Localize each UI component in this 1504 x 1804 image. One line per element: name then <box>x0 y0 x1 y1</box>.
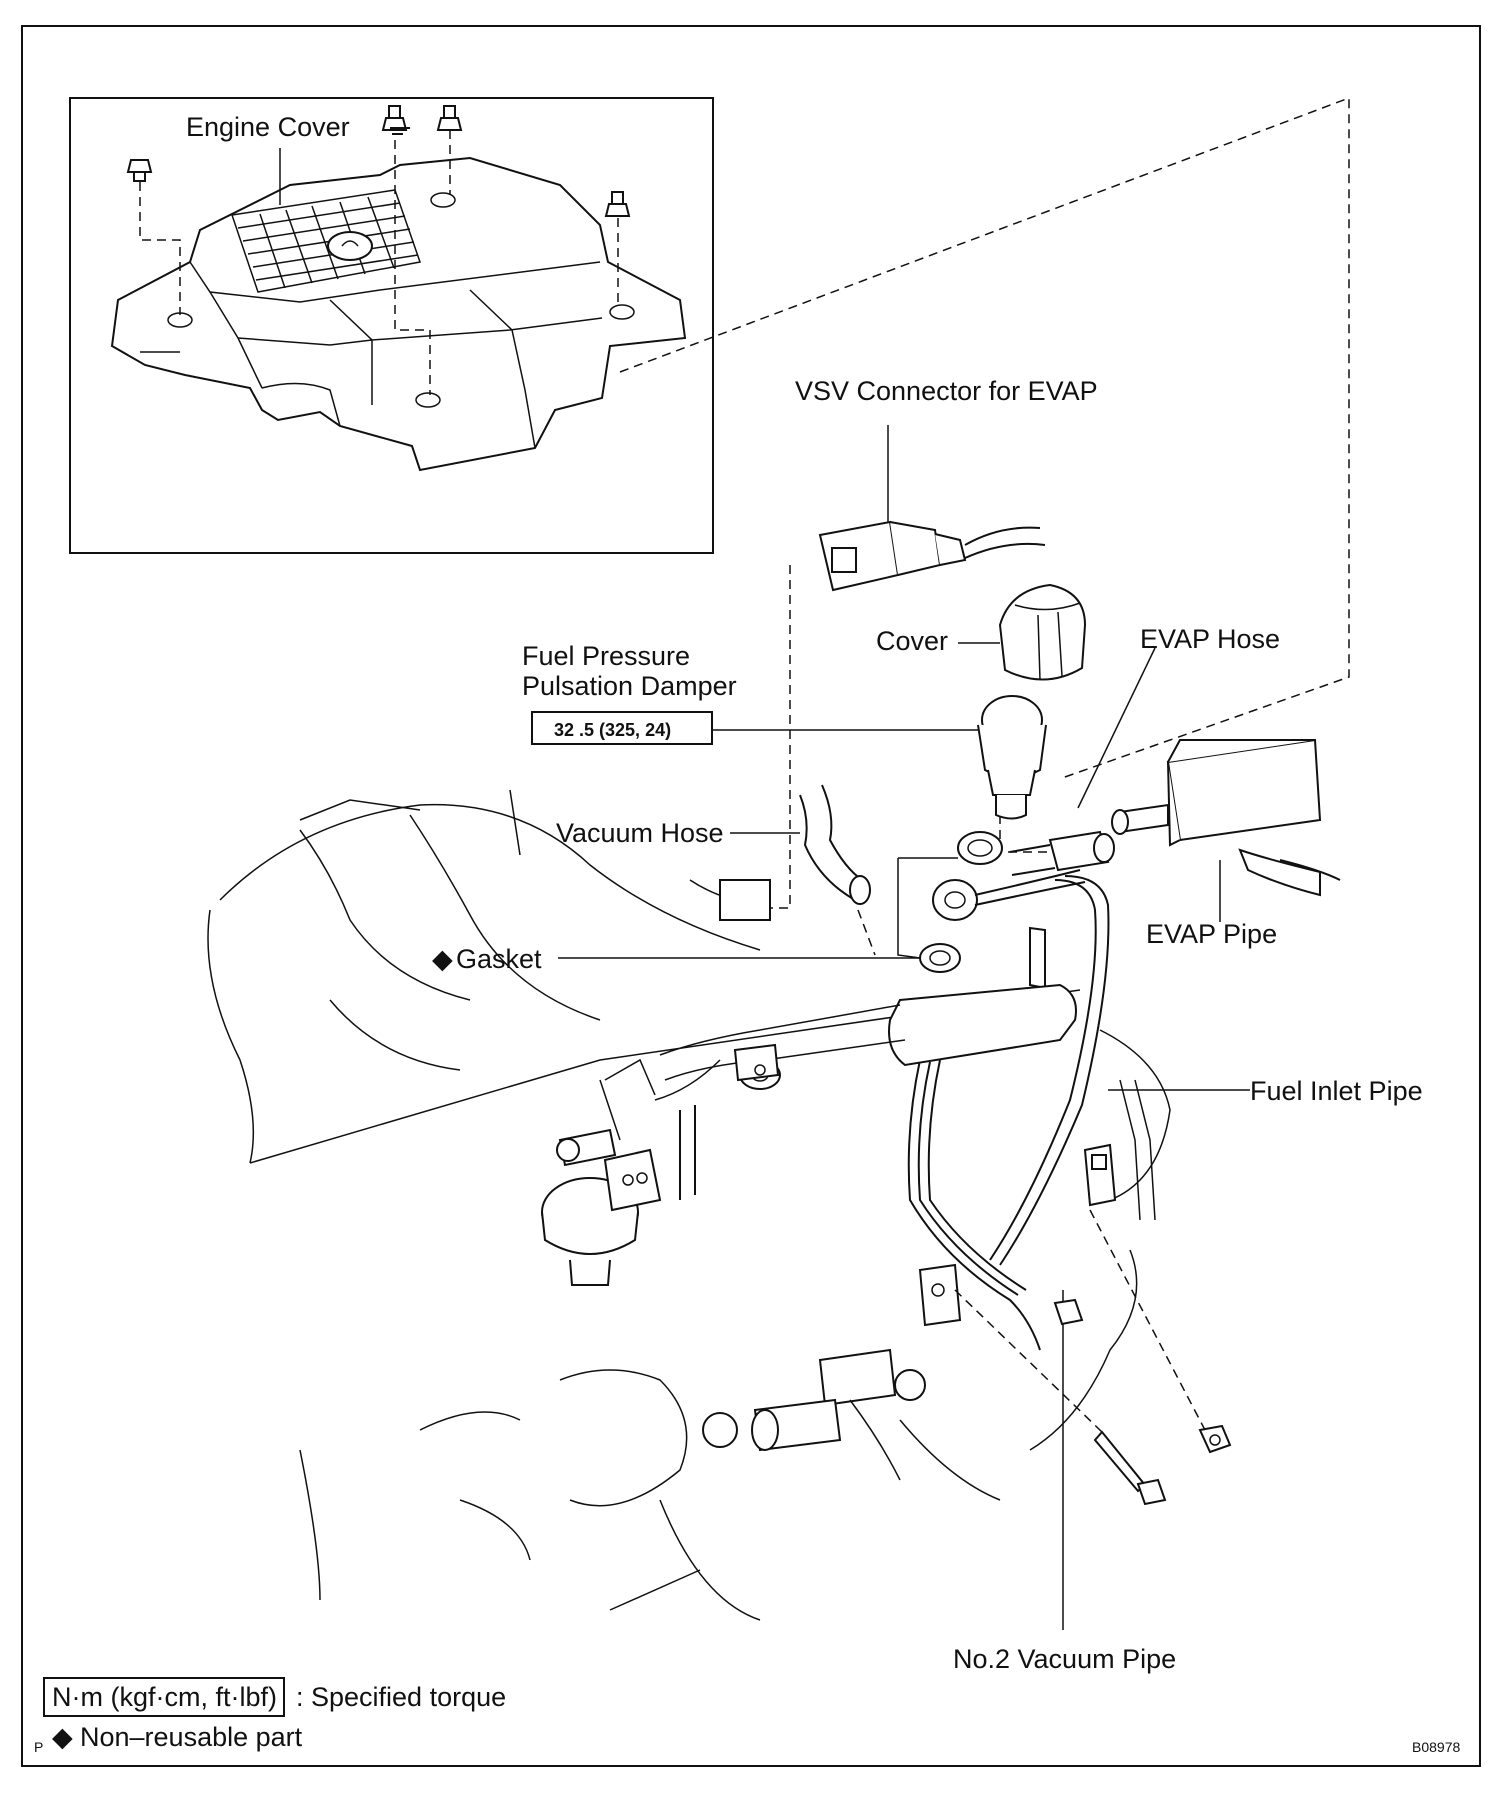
evap-pipe-label: EVAP Pipe <box>1146 919 1277 949</box>
non-reusable-marker: ◆ <box>52 1722 73 1752</box>
engine-cover-drawing <box>110 105 687 472</box>
vacuum-hose <box>799 784 871 905</box>
gasket-label: Gasket <box>456 944 542 974</box>
damper-cover <box>998 583 1087 681</box>
cover-label: Cover <box>876 626 948 656</box>
gasket-upper <box>957 831 1003 865</box>
vacuum-hose-label: Vacuum Hose <box>556 818 724 848</box>
fuel-inlet-pipe-label: Fuel Inlet Pipe <box>1250 1076 1423 1106</box>
torque-legend-box <box>43 1677 285 1717</box>
torque-unit: N·m (kgf·cm, ft·lbf) <box>52 1682 277 1712</box>
corner-letter: P <box>34 1739 43 1755</box>
pipe-clamp <box>733 1043 780 1082</box>
nut-icon <box>1198 1424 1232 1454</box>
torque-box <box>531 711 713 745</box>
engine-cover-inset <box>69 97 714 554</box>
bolt-icon <box>1093 1430 1167 1506</box>
intake-manifold <box>207 789 1171 1621</box>
non-reusable-label: Non–reusable part <box>80 1722 303 1752</box>
engine-cover-label: Engine Cover <box>186 112 350 142</box>
fuel-pressure-label-line2: Pulsation Damper <box>522 671 737 701</box>
pressure-regulator <box>541 1058 721 1286</box>
pulsation-damper <box>977 695 1047 820</box>
evap-canister <box>1111 738 1341 897</box>
fuel-inlet-pipe <box>989 875 1110 1266</box>
vsv-connector <box>818 425 1046 592</box>
nut-icon <box>381 105 408 131</box>
figure-code: B08978 <box>1412 1739 1460 1755</box>
fuel-pressure-label-line1: Fuel Pressure <box>522 641 690 671</box>
fuel-delivery-pipe <box>659 983 1077 1090</box>
lower-bracket <box>702 1263 1001 1501</box>
nut-icon <box>436 105 463 131</box>
evap-hose-label: EVAP Hose <box>1140 624 1280 654</box>
gasket-marker: ◆ <box>432 944 453 974</box>
evap-hose-fitting <box>1009 830 1115 876</box>
no2-vacuum-pipe <box>907 1059 1041 1351</box>
vsv-connector-label: VSV Connector for EVAP <box>795 376 1098 406</box>
torque-legend-desc: : Specified torque <box>296 1682 506 1712</box>
torque-value: 32 .5 (325, 24) <box>554 720 671 740</box>
nut-icon <box>604 191 631 217</box>
clamp-right <box>1083 1079 1156 1221</box>
outer-frame <box>21 25 1481 1767</box>
union-fitting <box>932 869 1086 921</box>
no2-vacuum-pipe-label: No.2 Vacuum Pipe <box>953 1644 1176 1674</box>
gasket-lower <box>919 943 961 973</box>
nut-icon <box>126 159 153 182</box>
